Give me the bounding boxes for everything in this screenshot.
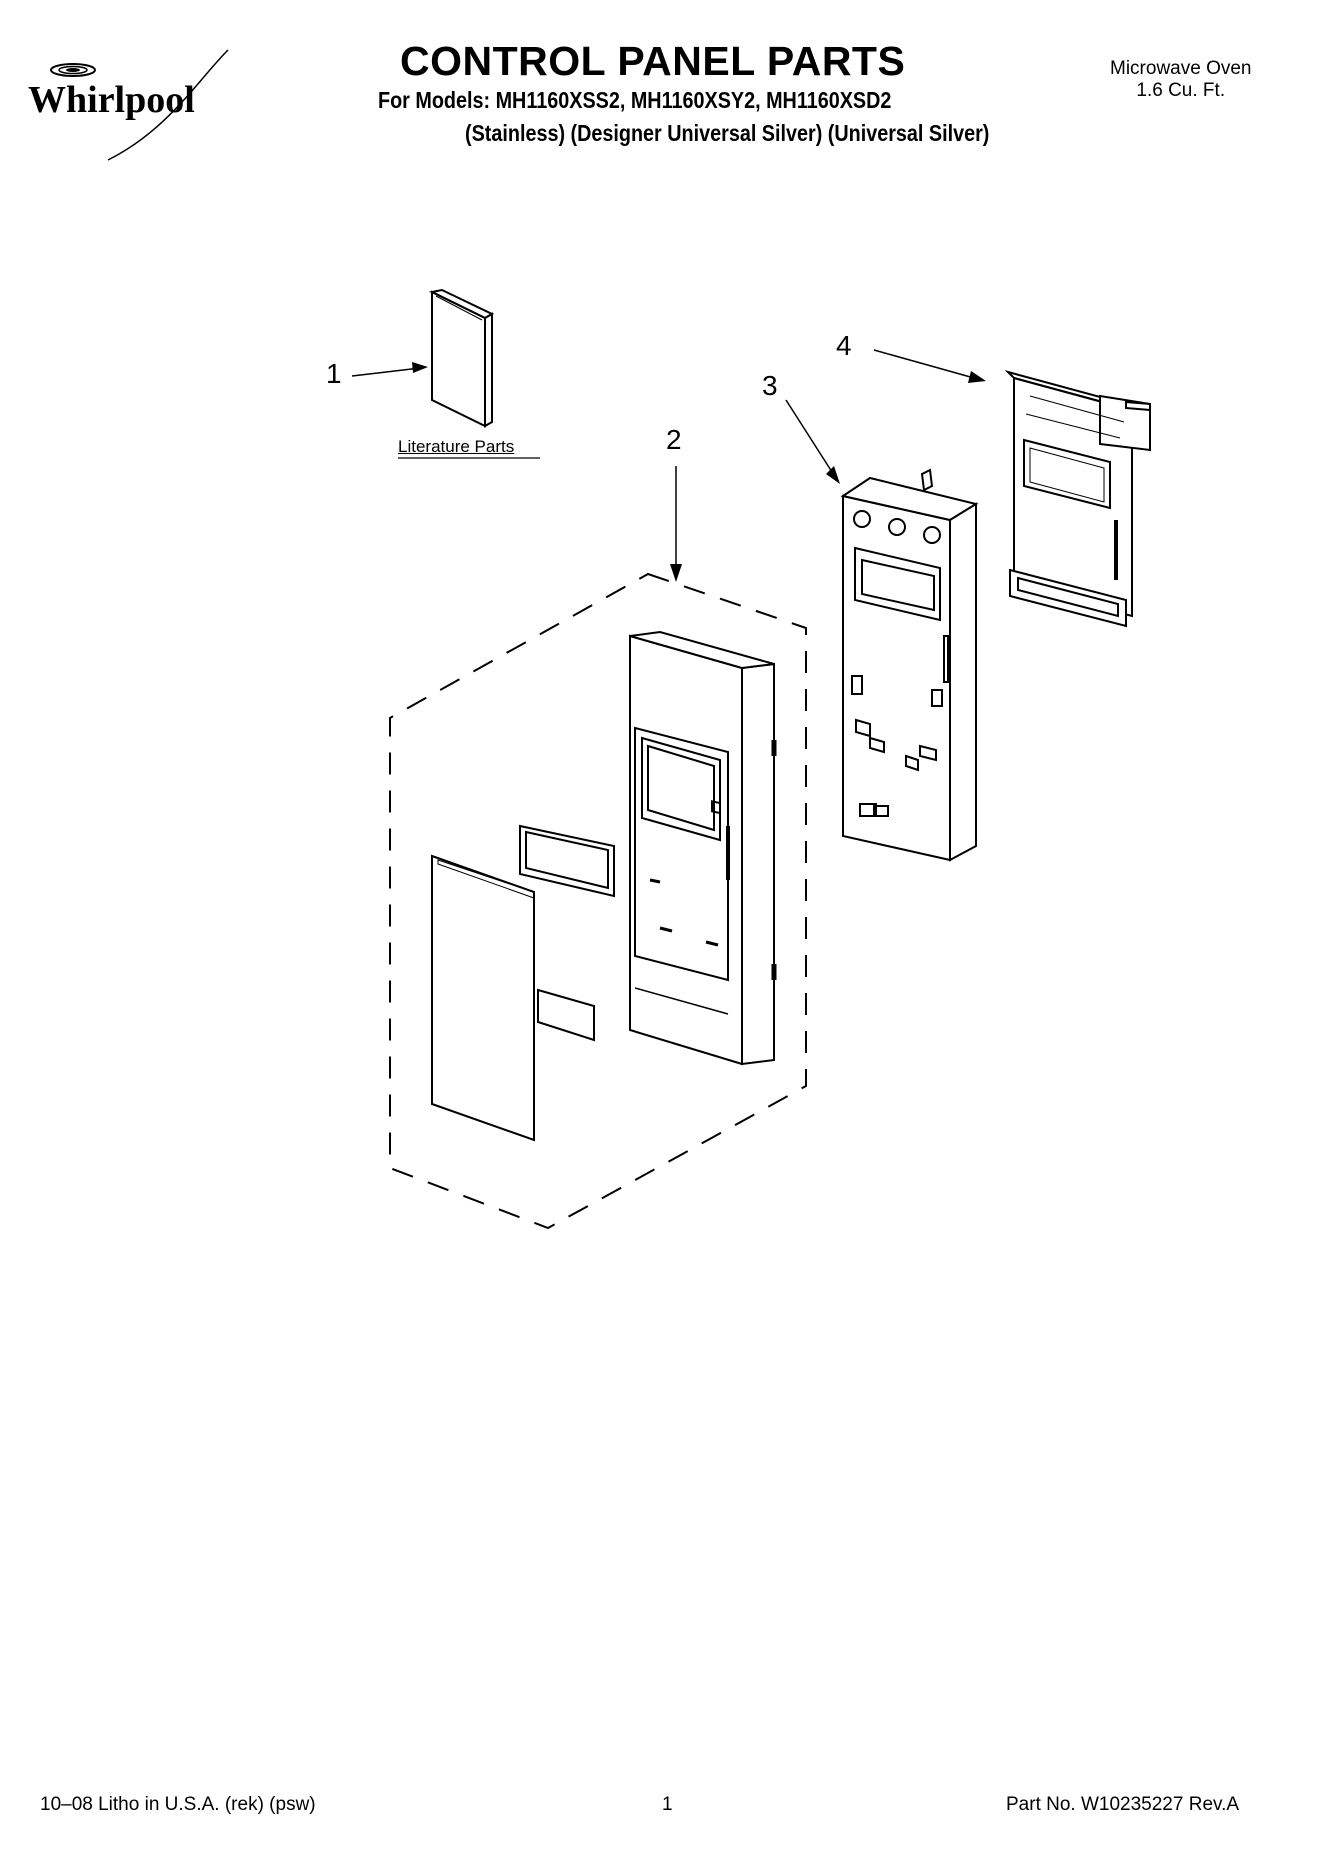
callout-3: 3	[762, 370, 778, 401]
litho-info: 10–08 Litho in U.S.A. (rek) (psw)	[40, 1794, 316, 1815]
literature-parts-label: Literature Parts	[398, 437, 515, 456]
part-number: Part No. W10235227 Rev.A	[1006, 1794, 1240, 1815]
callout-2: 2	[666, 424, 682, 455]
control-panel-frame-part	[629, 630, 777, 1066]
whirlpool-logo: Whirlpool	[28, 40, 268, 170]
product-type: Microwave Oven	[1110, 58, 1252, 79]
page-title: CONTROL PANEL PARTS	[400, 38, 906, 84]
whirlpool-swirl-icon	[50, 49, 229, 161]
mounting-plate-part	[537, 988, 595, 1042]
display-window-part	[519, 824, 615, 898]
control-bracket-part	[840, 468, 979, 862]
model-numbers: For Models: MH1160XSS2, MH1160XSY2, MH11…	[378, 87, 892, 113]
product-description: Microwave Oven 1.6 Cu. Ft.	[1110, 58, 1252, 102]
callout-1: 1	[326, 358, 342, 389]
page-number: 1	[662, 1794, 673, 1815]
touchpad-overlay-part	[431, 854, 535, 1142]
product-capacity: 1.6 Cu. Ft.	[1136, 80, 1226, 101]
electronic-control-board-part	[1004, 370, 1151, 628]
callout-4: 4	[836, 330, 852, 361]
model-variants: (Stainless) (Designer Universal Silver) …	[465, 120, 990, 146]
brand-wordmark: Whirlpool	[28, 79, 195, 121]
literature-booklet-part	[428, 288, 495, 428]
